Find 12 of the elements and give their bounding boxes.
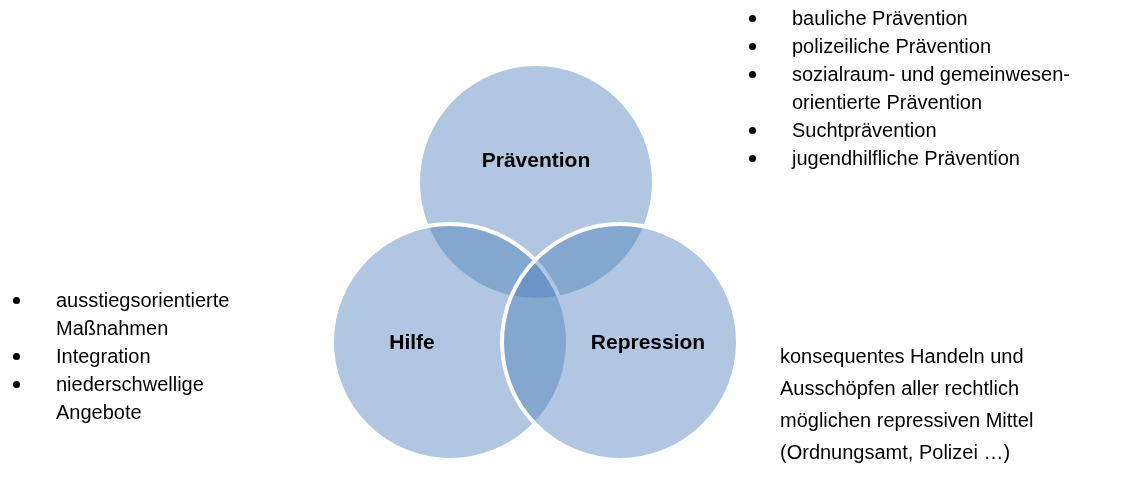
bullet-text: Integration (56, 345, 151, 367)
bullet-text: Suchtprävention (792, 119, 937, 141)
bullet-text: ausstiegsorientierte Maßnahmen (56, 289, 230, 339)
bullet-text: niederschwellige Angebote (56, 373, 204, 423)
circle-label: Prävention (481, 148, 591, 172)
description-paragraph: konsequentes Handeln und Ausschöpfen aller rechtlich möglichen repressiven Mittel (Ordnungsamt, Polizei …) (780, 344, 1035, 465)
circle-label: Hilfe (389, 330, 435, 354)
bullet-text: bauliche Prävention (792, 7, 968, 29)
bullet-text: jugendhilfliche Prävention (792, 147, 1020, 169)
circle-label: Repression (590, 330, 706, 354)
bullet-text: sozialraum- und gemeinwesen-orientierte Prävention (792, 63, 1070, 113)
bullet-text: polizeiliche Prävention (792, 35, 991, 57)
